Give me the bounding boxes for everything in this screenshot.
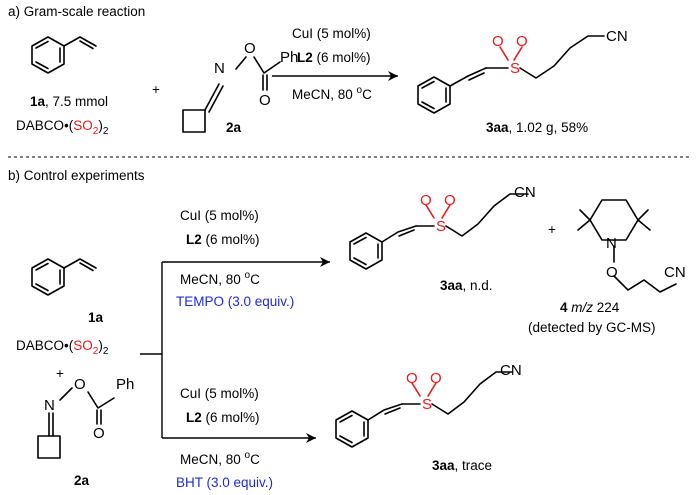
vinyl-sulfone-structure-b2 [335, 371, 513, 448]
nitrile-label-b2: CN [500, 362, 522, 379]
tempo-oxygen: O [606, 264, 618, 281]
section-b-title: b) Control experiments [8, 168, 145, 183]
ester-oxygen-b: O [74, 376, 86, 393]
additive-bht: BHT (3.0 equiv.) [176, 475, 273, 490]
nitrile-label-b1: CN [514, 184, 536, 201]
catalyst-b1: CuI (5 mol%) [180, 208, 259, 223]
sulfonyl-bonds-b2 [411, 382, 437, 397]
sulfonyl-oxygen-1-b1: O [420, 192, 432, 209]
styrene-structure-b [31, 258, 97, 296]
oxime-ester-structure-a [182, 56, 281, 133]
ester-oxygen-a: O [244, 40, 256, 57]
product-3aa-label-b1: 3aa, n.d. [440, 278, 493, 293]
branch-bracket [140, 262, 163, 438]
plus-sign-b: + [56, 366, 64, 381]
solvent-temp-b2: MeCN, 80 oC [180, 450, 260, 467]
tempo-nitrogen: N [606, 235, 617, 252]
sulfur-atom-b2: S [422, 396, 432, 413]
plus-sign-a: + [152, 82, 160, 97]
carbonyl-oxygen-a: O [259, 92, 271, 109]
sulfonyl-oxygen-2-a: O [516, 33, 528, 50]
vinyl-sulfone-structure-b1 [349, 193, 529, 270]
reagent-1a-label-b: 1a [88, 310, 104, 325]
carbonyl-oxygen-b: O [93, 425, 105, 442]
sulfur-source-b: DABCO•(SO2)2 [16, 338, 109, 357]
nitrile-label-a: CN [606, 28, 628, 45]
tempo-adduct-structure [577, 199, 677, 293]
sulfonyl-bonds-a [499, 46, 523, 61]
section-a-title: a) Gram-scale reaction [8, 4, 145, 19]
ligand-b2: L2 (6 mol%) [186, 410, 260, 425]
sulfur-atom-b1: S [436, 218, 446, 235]
product-3aa-label-b2: 3aa, trace [432, 458, 492, 473]
arrowhead-b2 [306, 433, 316, 443]
vinyl-sulfone-structure-a [417, 35, 605, 114]
phenyl-label-b: Ph [116, 376, 134, 393]
arrowhead-b1 [320, 257, 330, 267]
sulfonyl-oxygen-2-b2: O [430, 370, 442, 387]
sulfonyl-oxygen-2-b1: O [444, 192, 456, 209]
product-3aa-label-a: 3aa, 1.02 g, 58% [486, 120, 588, 135]
reagent-2a-label-b: 2a [74, 473, 90, 488]
solvent-temp-b1: MeCN, 80 oC [180, 270, 260, 287]
adduct-detection-note: (detected by GC-MS) [528, 320, 656, 335]
styrene-structure-a [31, 36, 97, 74]
plus-sign-b1: + [548, 222, 556, 237]
oxime-nitrogen-b: N [44, 397, 55, 414]
sulfur-source-a: DABCO•(SO2)2 [16, 118, 109, 137]
phenyl-label-a: Ph [280, 49, 298, 66]
sulfonyl-bonds-b1 [425, 204, 451, 219]
ligand-b1: L2 (6 mol%) [186, 232, 260, 247]
nitrile-label-adduct: CN [664, 264, 686, 281]
additive-tempo: TEMPO (3.0 equiv.) [176, 294, 294, 309]
adduct-4-label: 4 m/z 224 [560, 300, 620, 315]
arrowhead-a [388, 71, 398, 81]
solvent-temp-a: MeCN, 80 oC [292, 85, 372, 102]
reagent-1a-label-a: 1a, 7.5 mmol [30, 94, 108, 109]
sulfonyl-oxygen-1-b2: O [406, 370, 418, 387]
catalyst-a: CuI (5 mol%) [292, 26, 371, 41]
ligand-a: L2 (6 mol%) [297, 50, 371, 65]
catalyst-b2: CuI (5 mol%) [180, 386, 259, 401]
sulfonyl-oxygen-1-a: O [492, 33, 504, 50]
oxime-nitrogen-a: N [214, 60, 225, 77]
oxime-ester-structure-b [37, 387, 115, 459]
sulfur-atom-a: S [510, 60, 520, 77]
reagent-2a-label-a: 2a [226, 120, 242, 135]
